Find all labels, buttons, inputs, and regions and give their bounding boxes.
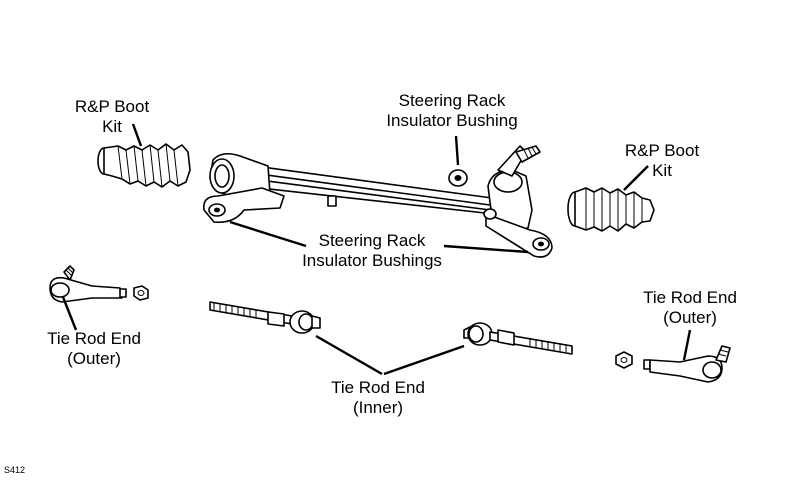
leader-insulator-right xyxy=(443,244,529,254)
label-line: Steering Rack xyxy=(398,91,506,110)
label-line: Insulator Bushing xyxy=(386,111,518,130)
boot-right xyxy=(567,187,655,232)
label-tie-rod-end-outer-right: Tie Rod End (Outer) xyxy=(643,288,737,328)
label-line: Tie Rod End xyxy=(643,288,737,307)
label-rp-boot-kit-right: R&P Boot Kit xyxy=(625,141,699,181)
leader-lines xyxy=(61,123,692,376)
label-line: (Outer) xyxy=(663,308,717,327)
leader-inner-right xyxy=(383,344,465,376)
leader-boot-left xyxy=(131,123,143,147)
label-tie-rod-end-inner: Tie Rod End (Inner) xyxy=(331,378,425,418)
tie-rod-end-outer-left xyxy=(49,265,149,303)
figure-reference-code: S412 xyxy=(4,465,26,475)
label-line: (Inner) xyxy=(352,398,404,417)
label-line: Insulator Bushings xyxy=(302,251,442,270)
label-tie-rod-end-outer-left: Tie Rod End (Outer) xyxy=(47,329,141,369)
leader-insulator-left xyxy=(229,220,307,248)
leader-outer-left xyxy=(61,296,78,331)
label-steering-rack-insulator-bushing: Steering Rack Insulator Bushing xyxy=(386,91,517,131)
label-rp-boot-kit-left: R&P Boot Kit xyxy=(75,97,149,137)
label-line: Kit xyxy=(102,117,122,136)
leader-insulator-top xyxy=(454,135,460,166)
label-line: R&P Boot xyxy=(74,97,150,116)
leader-inner-left xyxy=(315,334,383,376)
label-line: Tie Rod End xyxy=(331,378,425,397)
leader-boot-right xyxy=(623,165,649,191)
tie-rod-inner-right xyxy=(463,322,573,355)
label-line: (Outer) xyxy=(67,349,121,368)
tie-rod-end-outer-right xyxy=(615,345,731,383)
label-line: Tie Rod End xyxy=(47,329,141,348)
tie-rod-inner-left xyxy=(209,301,321,334)
label-line: Steering Rack xyxy=(318,231,426,250)
boot-left xyxy=(97,143,191,188)
label-line: Kit xyxy=(652,161,672,180)
label-steering-rack-insulator-bushings: Steering Rack Insulator Bushings xyxy=(302,231,442,271)
label-line: R&P Boot xyxy=(624,141,700,160)
leader-outer-right xyxy=(682,329,692,361)
steering-rack-housing xyxy=(202,145,553,258)
